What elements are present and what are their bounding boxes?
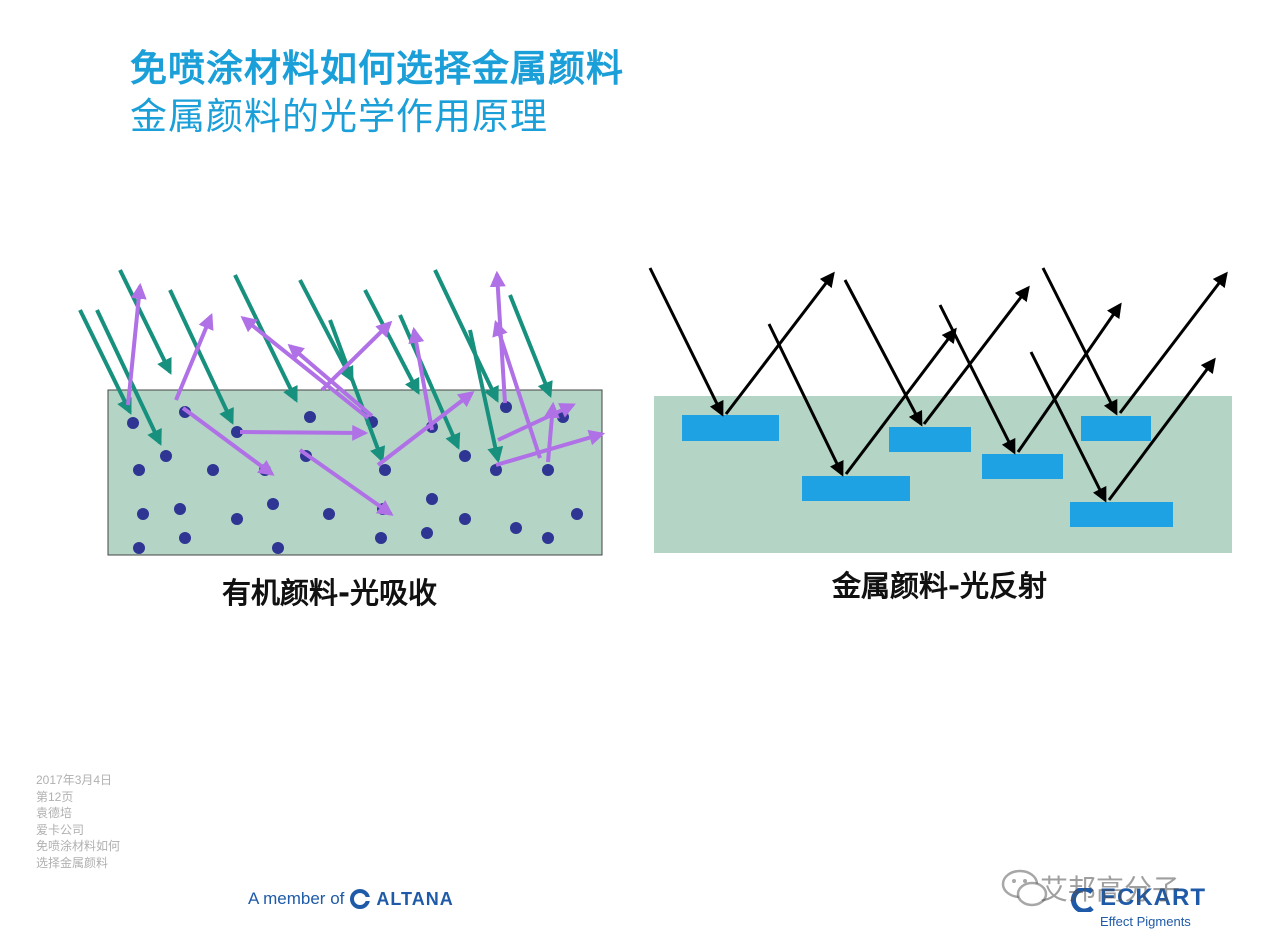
meta-company: 爱卡公司	[36, 822, 85, 837]
altana-brand: ALTANA	[376, 888, 454, 909]
incident-light-rays	[78, 269, 553, 464]
meta-date: 2017年3月4日	[36, 773, 113, 787]
meta-page: 第12页	[36, 789, 74, 804]
eckart-brand: ECKART	[1100, 884, 1206, 911]
scattered-light-rays	[126, 270, 606, 516]
watermark-text: 艾邦高分子	[1040, 873, 1181, 906]
eckart-tagline: Effect Pigments	[1100, 914, 1191, 929]
eckart-branding: ECKART Effect Pigments	[1060, 878, 1250, 938]
wechat-watermark-icon	[1001, 869, 1048, 907]
altana-prefix: A member of	[248, 889, 345, 908]
slide-footer-meta: 2017年3月4日 第12页 袁德培 爱卡公司 免喷涂材料如何 选择金属颜料	[36, 772, 120, 871]
meta-topic-1: 免喷涂材料如何	[36, 839, 121, 853]
metal-flakes	[682, 415, 1173, 527]
metallic-pigment-diagram	[648, 267, 1232, 553]
slide-title: 免喷涂材料如何选择金属颜料	[130, 47, 624, 90]
metallic-pigment-caption: 金属颜料-光反射	[832, 569, 1048, 603]
eckart-logo-icon	[1071, 888, 1094, 912]
reflected-light-rays	[648, 267, 1228, 503]
meta-author: 袁德培	[36, 806, 73, 820]
altana-branding: A member of ALTANA	[248, 886, 454, 912]
organic-pigment-diagram	[78, 269, 606, 556]
organic-pigment-caption: 有机颜料-光吸收	[222, 576, 438, 610]
slide-subtitle: 金属颜料的光学作用原理	[130, 95, 548, 138]
altana-logo-icon	[350, 889, 371, 909]
meta-topic-2: 选择金属颜料	[36, 855, 109, 870]
